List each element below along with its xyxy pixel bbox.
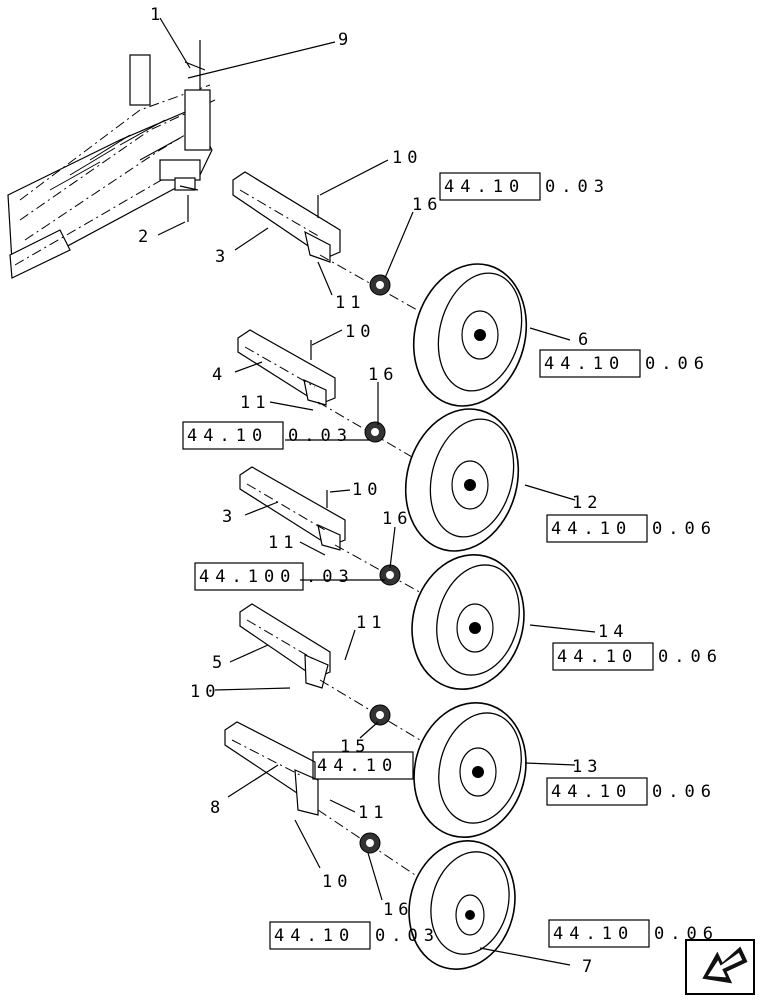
svg-text:0.03: 0.03 <box>288 426 353 446</box>
callout-11: 11 <box>358 803 388 823</box>
svg-text:0.06: 0.06 <box>652 782 717 802</box>
callout-10: 10 <box>345 322 375 342</box>
callout-2: 2 <box>138 227 153 247</box>
callout-15: 15 <box>340 737 370 757</box>
wheel-6 <box>412 263 528 407</box>
svg-text:0.03: 0.03 <box>375 926 440 946</box>
back-button[interactable] <box>685 939 755 995</box>
frame-assembly <box>7 40 216 279</box>
axle-arm-5 <box>239 603 331 689</box>
axle-arm-3-middle <box>239 466 346 551</box>
callout-16: 16 <box>368 365 398 385</box>
callout-3: 3 <box>215 247 230 267</box>
reference-links: 44.10 0.03 44.10 0.06 44.10 0.03 44.10 0… <box>182 172 723 950</box>
callout-11: 11 <box>356 613 386 633</box>
callout-8: 8 <box>210 798 225 818</box>
wheel-14 <box>411 553 525 691</box>
ref-link-2[interactable]: 44.10 0.06 <box>539 349 710 378</box>
axle-arm-3-top <box>232 171 341 263</box>
leader-lines <box>157 17 596 966</box>
axle-arm-8 <box>224 721 319 816</box>
callout-5: 5 <box>212 653 227 673</box>
callout-12: 12 <box>572 493 602 513</box>
axle-arm-4 <box>237 329 336 406</box>
svg-text:44.10: 44.10 <box>317 756 398 776</box>
callout-11: 11 <box>268 533 298 553</box>
ref-link-4[interactable]: 44.10 0.06 <box>546 514 717 543</box>
svg-text:.03: .03 <box>306 567 355 587</box>
svg-text:0.03: 0.03 <box>545 177 610 197</box>
callout-11: 11 <box>240 393 270 413</box>
callout-10: 10 <box>322 872 352 892</box>
svg-text:44.10: 44.10 <box>274 926 355 946</box>
callout-1: 1 <box>150 5 165 25</box>
callout-10: 10 <box>190 682 220 702</box>
callout-labels: 1 2 3 4 3 5 6 7 8 9 10 10 10 10 10 11 11… <box>138 5 628 977</box>
ref-link-8[interactable]: 44.10 0.06 <box>546 777 717 806</box>
svg-text:0.06: 0.06 <box>658 647 723 667</box>
callout-10: 10 <box>392 148 422 168</box>
ref-link-6[interactable]: 44.10 0.06 <box>552 642 723 671</box>
svg-text:44.10: 44.10 <box>444 177 525 197</box>
callout-16: 16 <box>382 509 412 529</box>
callout-16: 16 <box>412 195 442 215</box>
callout-10: 10 <box>352 480 382 500</box>
arrow-back-icon <box>702 946 748 984</box>
svg-text:44.10: 44.10 <box>557 647 638 667</box>
svg-text:44.10: 44.10 <box>551 519 632 539</box>
ref-link-9[interactable]: 44.10 0.03 <box>269 921 440 950</box>
svg-text:44.100: 44.100 <box>199 567 296 587</box>
svg-text:44.10: 44.10 <box>544 354 625 374</box>
callout-6: 6 <box>578 330 593 350</box>
ref-link-5[interactable]: 44.100 .03 <box>194 562 355 591</box>
svg-text:44.10: 44.10 <box>551 782 632 802</box>
callout-16: 16 <box>383 900 413 920</box>
callout-4: 4 <box>212 365 227 385</box>
svg-text:44.10: 44.10 <box>187 426 268 446</box>
callout-14: 14 <box>598 622 628 642</box>
ref-link-3[interactable]: 44.10 0.03 <box>182 421 353 450</box>
ref-link-10[interactable]: 44.10 0.06 <box>548 919 719 948</box>
callout-13: 13 <box>572 757 602 777</box>
wheel-13 <box>413 701 527 839</box>
wheel-12 <box>404 408 520 552</box>
ref-link-7[interactable]: 44.10 <box>312 751 414 780</box>
svg-text:0.06: 0.06 <box>652 519 717 539</box>
wheel-7 <box>408 839 516 971</box>
svg-text:44.10: 44.10 <box>553 924 634 944</box>
svg-text:0.06: 0.06 <box>645 354 710 374</box>
ref-link-1[interactable]: 44.10 0.03 <box>439 172 610 201</box>
callout-3: 3 <box>222 507 237 527</box>
callout-11: 11 <box>335 293 365 313</box>
callout-7: 7 <box>582 957 597 977</box>
callout-9: 9 <box>338 30 353 50</box>
